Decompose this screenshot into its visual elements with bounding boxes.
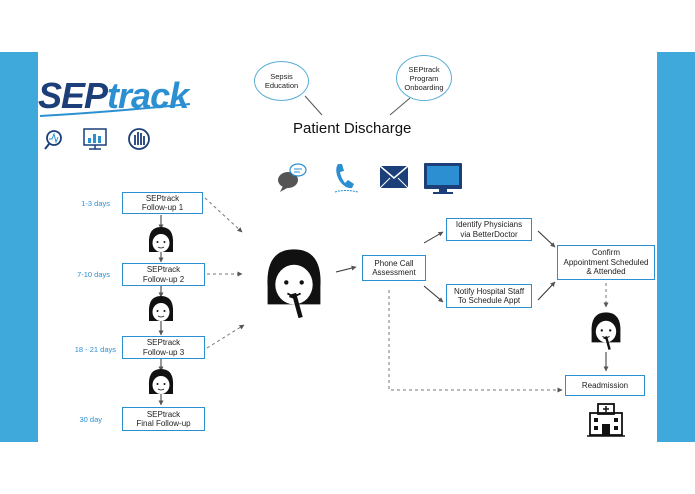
dash-f3-center — [206, 324, 245, 349]
left-sidebar — [0, 52, 38, 442]
bubble-right-line2: Program — [409, 73, 439, 83]
phone-line1: Phone Call — [374, 258, 414, 268]
arrow-identify-confirm — [537, 230, 556, 248]
days-label-4: 30 day — [79, 415, 102, 424]
bubble-left-line2: Education — [264, 81, 299, 90]
arrow-notify-confirm — [537, 281, 556, 301]
identify-line2: via BetterDoctor — [460, 229, 518, 239]
followup-4-box: SEPtrack Final Follow-up — [122, 407, 205, 431]
notify-line1: Notify Hospital Staff — [453, 286, 525, 296]
followup-2-line2: Follow-up 2 — [142, 274, 185, 284]
followup-4-line2: Final Follow-up — [136, 419, 191, 428]
followup-4-line1: SEPtrack — [146, 409, 181, 419]
bubble-right-line1: SEPtrack — [408, 64, 440, 74]
confirm-line1: Confirm — [591, 248, 620, 258]
confirm-line3: & Attended — [586, 267, 626, 277]
followup-3-line2: Follow-up 3 — [142, 347, 185, 357]
confirm-appointment-box: Confirm Appointment Scheduled & Attended — [557, 245, 655, 280]
followup-1-line1: SEPtrack — [145, 193, 180, 203]
chat-icon — [278, 163, 307, 192]
arrow-phone-identify — [423, 231, 444, 244]
patient-discharge-title: Patient Discharge — [293, 120, 412, 137]
hand-icon — [128, 128, 150, 150]
days-label-3: 18 - 21 days — [74, 345, 116, 354]
line-onboarding — [389, 97, 411, 116]
followup-2-box: SEPtrack Follow-up 2 — [122, 263, 205, 286]
phone-call-assessment-box: Phone Call Assessment — [362, 255, 426, 281]
right-sidebar — [657, 52, 695, 442]
sepsis-education-bubble: Sepsis Education — [254, 61, 309, 101]
email-icon — [379, 165, 409, 189]
identify-physicians-box: Identify Physicians via BetterDoctor — [446, 218, 532, 241]
logo-sep: SEP — [38, 75, 108, 116]
search-chart-icon — [44, 130, 62, 150]
monitor-chart-icon — [83, 128, 107, 150]
followup-3-box: SEPtrack Follow-up 3 — [122, 336, 205, 359]
arrow-phone-notify — [423, 285, 444, 303]
phone-line2: Assessment — [372, 268, 416, 277]
notify-hospital-box: Notify Hospital Staff To Schedule Appt — [446, 284, 532, 308]
hospital-icon — [587, 403, 625, 437]
line-education — [304, 95, 323, 116]
logo-swoosh — [39, 103, 191, 117]
days-label-2: 7-10 days — [77, 270, 110, 279]
days-label-1: 1-3 days — [81, 199, 110, 208]
bubble-right-line3: Onboarding — [404, 82, 444, 92]
readmission-box: Readmission — [565, 375, 645, 396]
bubble-left-line1: Sepsis — [270, 72, 293, 81]
notify-line2: To Schedule Appt — [457, 296, 521, 305]
followup-2-line1: SEPtrack — [146, 265, 181, 274]
followup-1-box: SEPtrack Follow-up 1 — [122, 192, 203, 214]
identify-line1: Identify Physicians — [455, 220, 523, 229]
phone-icon — [334, 164, 359, 193]
arrow-center-phone — [335, 265, 357, 273]
computer-icon — [424, 163, 462, 194]
readmission-label: Readmission — [581, 380, 629, 390]
dash-f1-center — [204, 197, 243, 233]
program-onboarding-bubble: SEPtrack Program Onboarding — [396, 55, 452, 101]
confirm-line2: Appointment Scheduled — [563, 257, 649, 267]
followup-1-line2: Follow-up 1 — [141, 203, 184, 212]
followup-3-line1: SEPtrack — [146, 338, 181, 347]
